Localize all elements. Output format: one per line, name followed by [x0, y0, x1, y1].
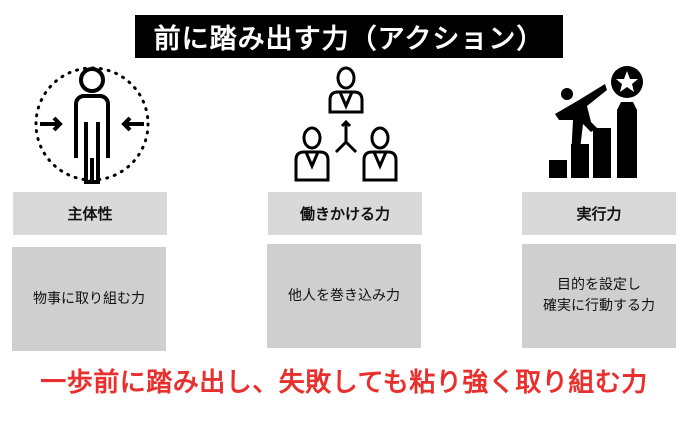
- team-network-icon: [294, 66, 398, 182]
- page-title: 前に踏み出す力（アクション）: [135, 15, 563, 58]
- slogan: 一歩前に踏み出し、失敗しても粘り強く取り組む力: [40, 368, 648, 398]
- label-hatarakikakeru: 働きかける力: [268, 192, 422, 235]
- label-shutaisei: 主体性: [13, 192, 167, 235]
- person-focus-icon: [34, 66, 150, 184]
- description-box: 目的を設定し確実に行動する力: [522, 244, 676, 348]
- climbing-stairs-star-icon: [549, 66, 643, 178]
- description-text: 目的を設定し: [557, 277, 641, 293]
- label-jikkouryoku: 実行力: [522, 192, 676, 235]
- description-text: 物事に取り組む力: [33, 290, 145, 307]
- description-box: 他人を巻き込み力: [267, 244, 421, 348]
- description-box: 物事に取り組む力: [12, 247, 166, 351]
- description-text: 確実に行動する力: [543, 298, 655, 314]
- description-text: 他人を巻き込み力: [288, 287, 400, 304]
